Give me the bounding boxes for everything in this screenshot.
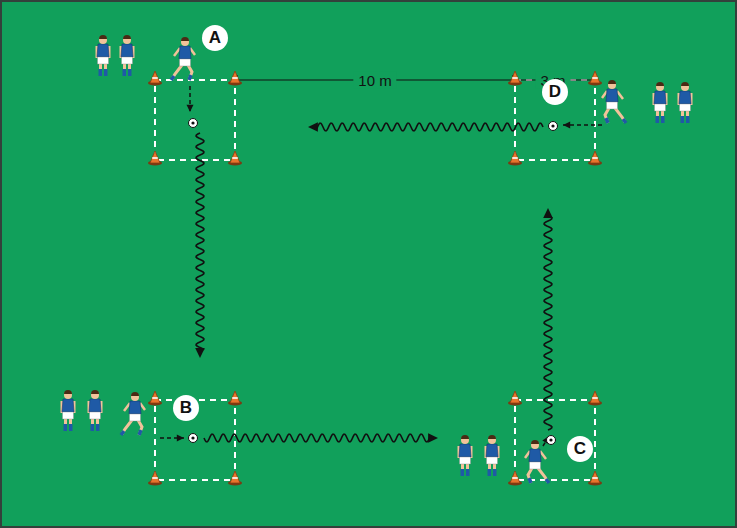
cone (228, 391, 242, 406)
arrowhead (543, 208, 553, 218)
grid-square (515, 80, 595, 160)
arrowhead (177, 435, 184, 442)
cone (588, 391, 602, 406)
cone (588, 151, 602, 166)
cone (148, 391, 162, 406)
cone (508, 471, 522, 486)
grid-square (515, 400, 595, 480)
player (525, 440, 549, 483)
ball (189, 434, 198, 443)
player (120, 35, 135, 76)
callout-letter: C (567, 436, 593, 462)
player (458, 435, 473, 476)
cone (508, 391, 522, 406)
player (678, 82, 693, 123)
cone (148, 471, 162, 486)
cone (588, 71, 602, 86)
cone (148, 151, 162, 166)
player (602, 80, 626, 123)
callout-letter: B (173, 395, 199, 421)
ball (189, 119, 198, 128)
cone (588, 471, 602, 486)
cone (508, 71, 522, 86)
ball (549, 122, 558, 131)
callout-letter: D (542, 79, 568, 105)
dribble-path (544, 216, 552, 430)
dribble-path (204, 434, 430, 442)
player (61, 390, 76, 431)
grid-square (155, 80, 235, 160)
player (121, 392, 145, 435)
arrowhead (428, 433, 438, 443)
cone (148, 71, 162, 86)
player (96, 35, 111, 76)
player (485, 435, 500, 476)
player (653, 82, 668, 123)
player (88, 390, 103, 431)
arrowhead (563, 122, 570, 129)
player (171, 37, 195, 80)
cone (228, 71, 242, 86)
arrowhead (195, 348, 205, 358)
cone (228, 151, 242, 166)
callout-letter: A (202, 25, 228, 51)
arrowhead (187, 105, 194, 112)
dribble-path (196, 133, 204, 350)
arrowhead (308, 122, 318, 132)
dimension-label: 10 m (353, 72, 396, 89)
dribble-path (316, 123, 543, 131)
cone (228, 471, 242, 486)
ball (547, 436, 556, 445)
cone (508, 151, 522, 166)
